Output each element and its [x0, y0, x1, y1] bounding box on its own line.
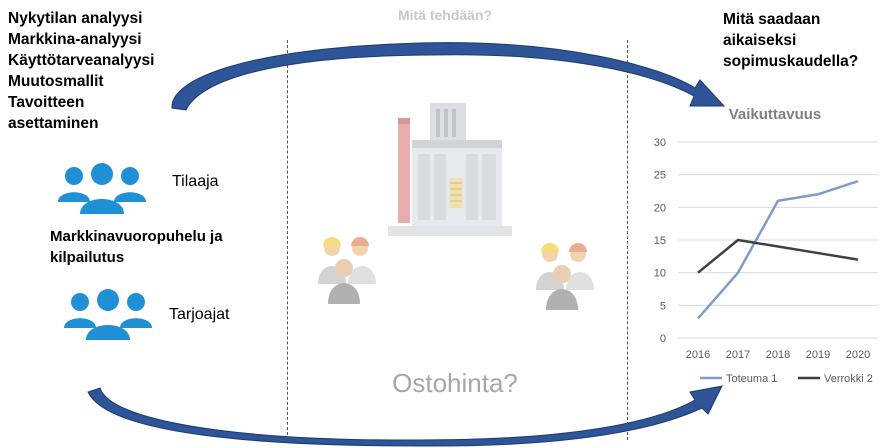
- series-line: [697, 238, 859, 274]
- x-tick-label: 2019: [806, 349, 830, 361]
- analysis-item: Käyttötarveanalyysi: [8, 52, 155, 69]
- x-tick-label: 2020: [846, 349, 870, 361]
- right-divider: [627, 40, 628, 440]
- analysis-list: Nykytilan analyysi Markkina-analyysi Käy…: [8, 8, 208, 134]
- center-title: Mitä tehdään?: [397, 7, 493, 23]
- effectiveness-chart: 0 5 10 15 20 25 30 2016 2017 2018 2019 2020Toteuma …: [654, 137, 878, 385]
- y-tick-label: 30: [654, 137, 666, 149]
- construction-workers-icon: [318, 237, 376, 304]
- curved-arrow-right-icon: [171, 42, 726, 111]
- y-tick-label: 20: [654, 202, 666, 214]
- group-of-people-icon: [64, 289, 152, 340]
- dialog-label: Markkinavuoropuhelu ja kilpailutus: [50, 228, 223, 266]
- analysis-item: Tavoitteen asettaminen: [8, 94, 99, 132]
- right-title: Mitä saadaan aikaiseksi sopimuskaudella?: [723, 11, 859, 70]
- x-tick-label: 2016: [686, 349, 710, 361]
- left-divider: [287, 40, 288, 440]
- x-tick-label: 2017: [726, 349, 750, 361]
- curved-arrow-right-icon: [87, 385, 723, 447]
- analysis-item: Nykytilan analyysi: [8, 10, 143, 27]
- chart-title: Vaikuttavuus: [728, 106, 822, 123]
- y-tick-label: 5: [660, 300, 666, 312]
- legend-label: Toteuma 1: [726, 373, 777, 385]
- suppliers-label: Tarjoajat: [169, 306, 230, 323]
- y-tick-label: 25: [654, 170, 666, 182]
- group-of-people-icon: [58, 163, 146, 214]
- y-tick-label: 15: [654, 235, 666, 247]
- series-line: [697, 180, 859, 320]
- buyer-label: Tilaaja: [172, 173, 219, 190]
- factory-icon: [388, 103, 512, 236]
- legend-label: Verrokki 2: [824, 373, 873, 385]
- y-tick-label: 0: [660, 333, 666, 345]
- analysis-item: Muutosmallit: [8, 73, 104, 90]
- construction-workers-icon: [536, 243, 594, 310]
- price-label: Ostohinta?: [392, 368, 518, 398]
- y-tick-label: 10: [654, 268, 666, 280]
- x-tick-label: 2018: [766, 349, 790, 361]
- analysis-item: Markkina-analyysi: [8, 31, 142, 48]
